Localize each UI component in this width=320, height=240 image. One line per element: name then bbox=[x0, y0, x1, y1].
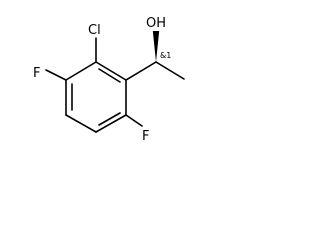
molecule-canvas: Cl OH F F &1 bbox=[0, 0, 216, 170]
ring-bond-c6-c1 bbox=[65, 61, 97, 81]
ring-bond-c1-c2 bbox=[95, 61, 127, 81]
bond-chiral-to-methyl bbox=[155, 61, 185, 80]
wedge-bond-to-oh bbox=[152, 31, 160, 62]
atom-label-f-left: F bbox=[33, 66, 40, 81]
atom-label-oh: OH bbox=[146, 16, 166, 31]
atom-label-f-bottom: F bbox=[142, 129, 149, 144]
bond-to-f-left bbox=[45, 69, 67, 81]
double-bond-inner-c3-c4 bbox=[98, 112, 121, 126]
structure-diagram: Cl OH F F &1 bbox=[33, 16, 185, 144]
bond-to-f-bottom bbox=[125, 114, 143, 127]
atom-label-cl: Cl bbox=[88, 23, 101, 38]
bond-ring-to-chiral-carbon bbox=[125, 61, 157, 81]
double-bond-inner-c1-c2 bbox=[98, 68, 121, 83]
stereo-label: &1 bbox=[160, 51, 171, 60]
ring-bond-c3-c4 bbox=[95, 114, 127, 133]
ring-bond-c4-c5 bbox=[65, 114, 97, 133]
